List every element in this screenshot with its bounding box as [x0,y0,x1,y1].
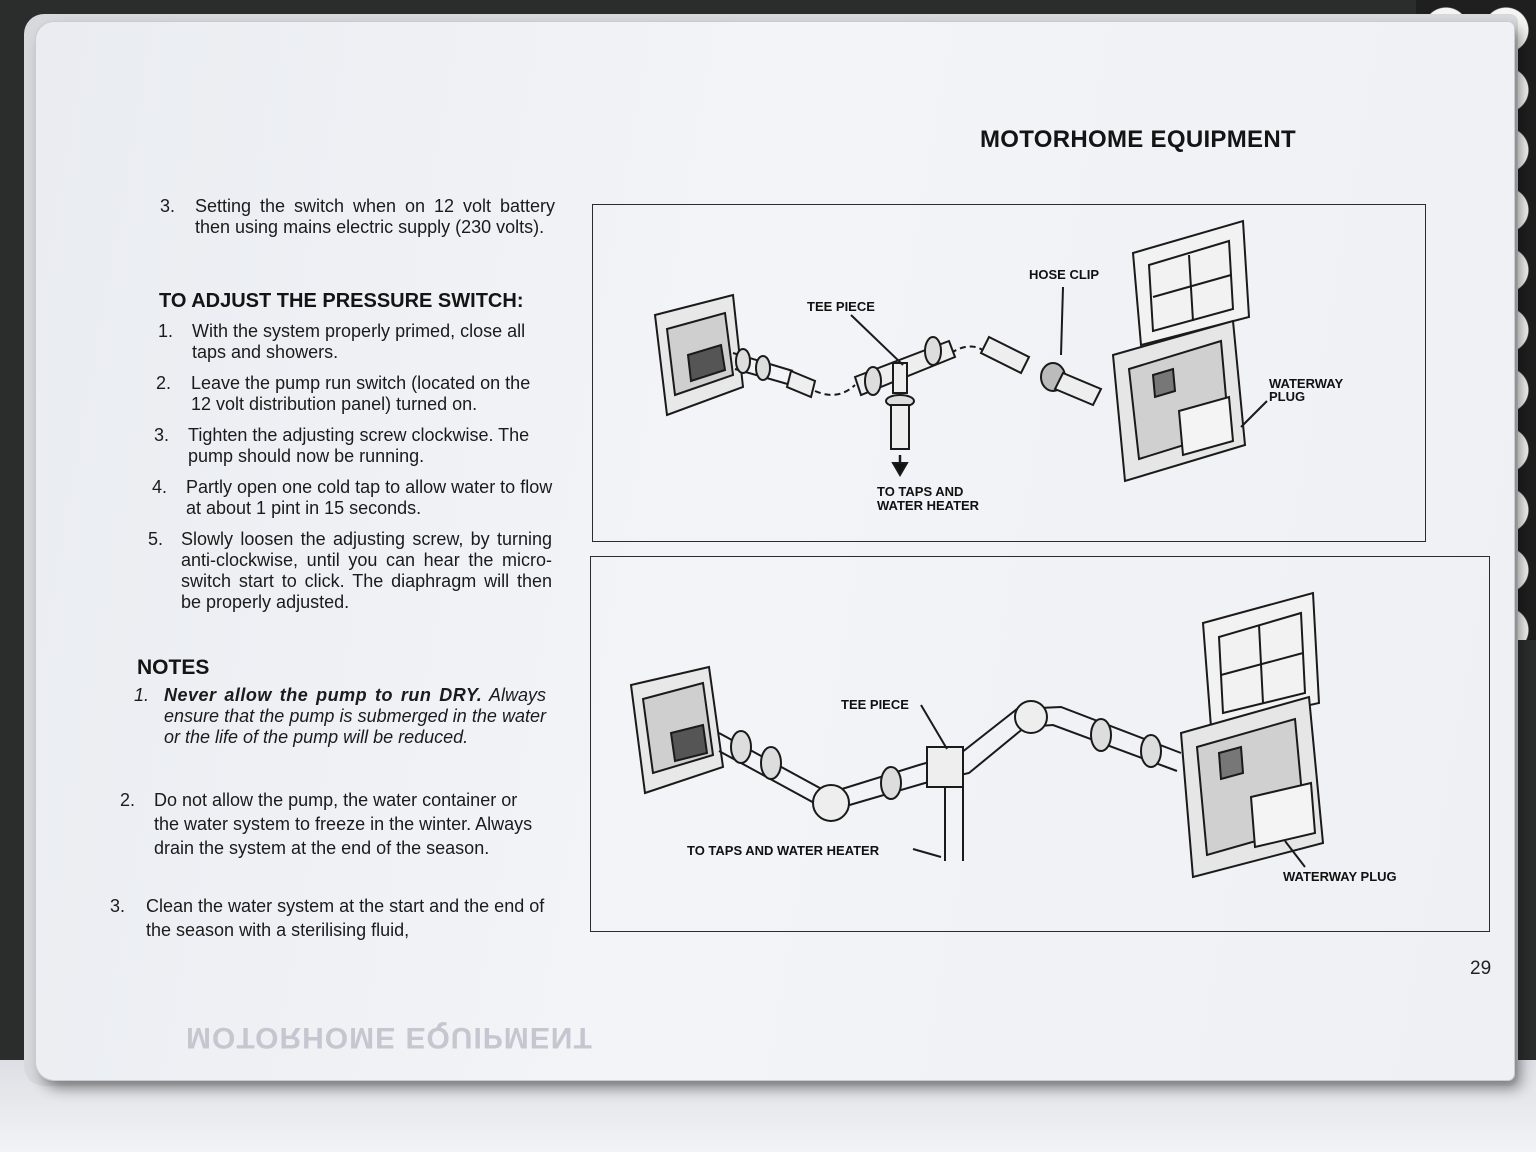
tee-piece-label: TEE PIECE [841,697,909,712]
item-text: Never allow the pump to run DRY. Always … [164,685,546,748]
item-text: Tighten the adjusting screw clockwise. T… [188,425,530,466]
note-body: Always ensure that the pump is submerged… [164,685,546,747]
taps-label-line1: TO TAPS AND [877,484,964,499]
tee-piece-label: TEE PIECE [807,299,875,314]
figure-2-drawing [629,591,1325,879]
taps-label-line2: WATER HEATER [877,498,980,513]
waterway-plug-label: WATERWAY PLUG [1283,869,1397,884]
page-number: 29 [1470,958,1492,979]
manual-page: MOTORHOME EQUIPMENT MOTORHOME EQUIPMENT … [36,22,1514,1080]
notes-heading: NOTES [137,656,210,679]
item-number: 3. [154,425,170,445]
hose-clip-label: HOSE CLIP [1029,267,1100,282]
figure-1-drawing [653,219,1268,483]
item-text: Clean the water system at the start and … [146,896,545,940]
item-number: 3. [110,896,126,916]
item-number: 5. [148,529,164,549]
waterway-plug-label-line1: WATERWAY [1269,376,1344,391]
item-number: 1. [134,685,150,705]
item-number: 4. [152,477,168,497]
item-text: Do not allow the pump, the water contain… [154,790,533,858]
item-number: 3. [160,196,176,216]
pressure-switch-heading: TO ADJUST THE PRESSURE SWITCH: [159,290,524,312]
item-number: 2. [156,373,172,393]
item-number: 1. [158,321,174,341]
item-text: Slowly loosen the adjusting screw, by tu… [181,529,552,612]
item-text: With the system properly primed, close a… [192,321,526,362]
figure-hose-connection: TEE PIECE HOSE CLIP WATERWAY PLUG TO TAP… [592,204,1426,542]
page-header: MOTORHOME EQUIPMENT [980,126,1296,153]
item-text: Partly open one cold tap to allow water … [186,477,553,518]
figure-pipe-connection: TEE PIECE TO TAPS AND WATER HEATER WATER… [590,556,1490,932]
taps-label: TO TAPS AND WATER HEATER [687,843,880,858]
show-through-text: MOTORHOME EQUIPMENT [186,1021,593,1054]
waterway-plug-label-line2: PLUG [1269,389,1306,404]
item-text: Leave the pump run switch (located on th… [191,373,531,414]
note-emphasis: Never allow the pump to run DRY. [164,685,483,705]
item-text: Setting the switch when on 12 volt batte… [195,196,555,237]
item-number: 2. [120,790,136,810]
